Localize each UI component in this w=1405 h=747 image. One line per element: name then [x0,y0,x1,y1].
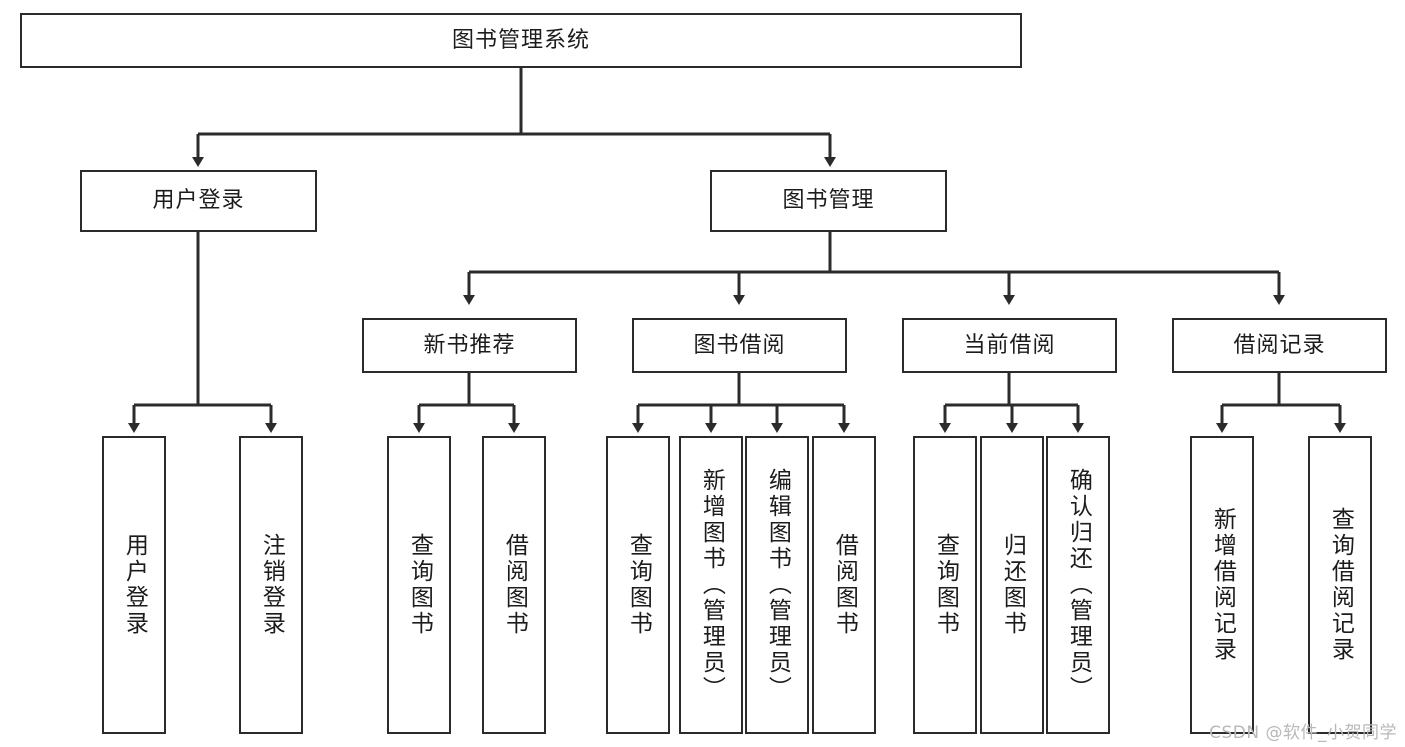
leaf-node[interactable]: 查询图书 [606,436,670,734]
leaf-label: 确认归还（管理员） [1065,468,1092,702]
leaf-node[interactable]: 查询图书 [387,436,451,734]
node-level3-book-borrow[interactable]: 图书借阅 [632,318,847,373]
leaf-label: 用户登录 [121,533,148,637]
node-label: 图书管理 [782,188,875,214]
leaf-label: 归还图书 [999,533,1026,637]
leaf-node[interactable]: 用户登录 [102,436,166,734]
leaf-label: 查询图书 [625,533,652,637]
leaf-node[interactable]: 确认归还（管理员） [1046,436,1110,734]
node-label: 新书推荐 [423,332,516,358]
node-label: 用户登录 [152,188,245,214]
node-level3-current-borrow[interactable]: 当前借阅 [902,318,1117,373]
leaf-label: 查询图书 [406,533,433,637]
node-label: 借阅记录 [1233,332,1326,358]
leaf-label: 新增图书（管理员） [698,468,725,702]
leaf-label: 新增借阅记录 [1209,507,1236,663]
leaf-label: 借阅图书 [831,533,858,637]
leaf-node[interactable]: 归还图书 [980,436,1044,734]
node-label: 图书借阅 [693,332,786,358]
leaf-label: 查询图书 [932,533,959,637]
leaf-node[interactable]: 查询图书 [913,436,977,734]
node-label: 图书管理系统 [451,27,590,53]
leaf-node[interactable]: 编辑图书（管理员） [745,436,809,734]
leaf-node[interactable]: 注销登录 [239,436,303,734]
leaf-label: 编辑图书（管理员） [764,468,791,702]
leaf-node[interactable]: 新增图书（管理员） [679,436,743,734]
node-level2-book-management[interactable]: 图书管理 [710,170,947,232]
leaf-label: 借阅图书 [501,533,528,637]
leaf-label: 注销登录 [258,533,285,637]
node-label: 当前借阅 [963,332,1056,358]
node-level2-user-login[interactable]: 用户登录 [80,170,317,232]
leaf-node[interactable]: 查询借阅记录 [1308,436,1372,734]
leaf-label: 查询借阅记录 [1327,507,1354,663]
leaf-node[interactable]: 新增借阅记录 [1190,436,1254,734]
node-level3-borrow-records[interactable]: 借阅记录 [1172,318,1387,373]
csdn-watermark: CSDN @软件_小贺同学 [1209,723,1397,743]
node-level3-new-book-recommend[interactable]: 新书推荐 [362,318,577,373]
node-root[interactable]: 图书管理系统 [20,13,1022,68]
leaf-node[interactable]: 借阅图书 [482,436,546,734]
leaf-node[interactable]: 借阅图书 [812,436,876,734]
